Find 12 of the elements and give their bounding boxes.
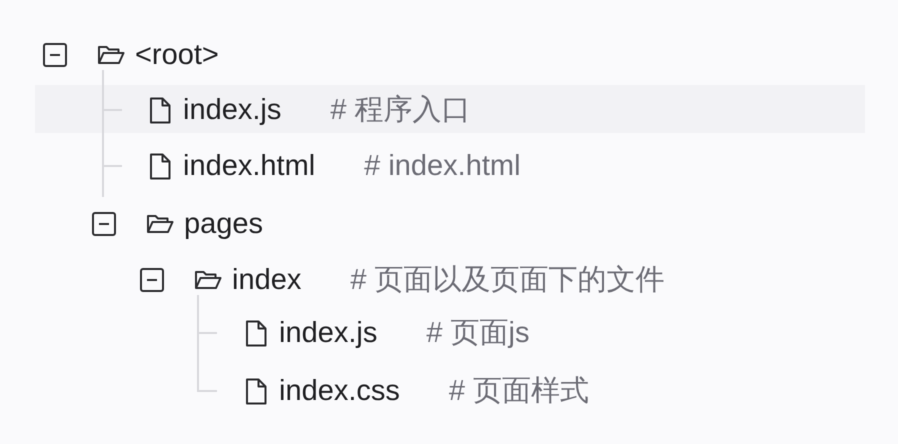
folder-name: index <box>232 265 302 295</box>
comment: # index.html <box>364 151 521 181</box>
folder-name: pages <box>184 209 264 239</box>
comment: # 页面样式 <box>448 376 590 406</box>
file-name: index.html <box>183 151 316 181</box>
file-name: index.css <box>279 376 400 406</box>
comment: # 页面以及页面下的文件 <box>350 265 665 295</box>
folder-name: <root> <box>135 40 219 70</box>
file-name: index.js <box>183 95 282 125</box>
comment: # 页面js <box>426 318 530 348</box>
comment: # 程序入口 <box>330 95 471 125</box>
file-name: index.js <box>279 318 378 348</box>
